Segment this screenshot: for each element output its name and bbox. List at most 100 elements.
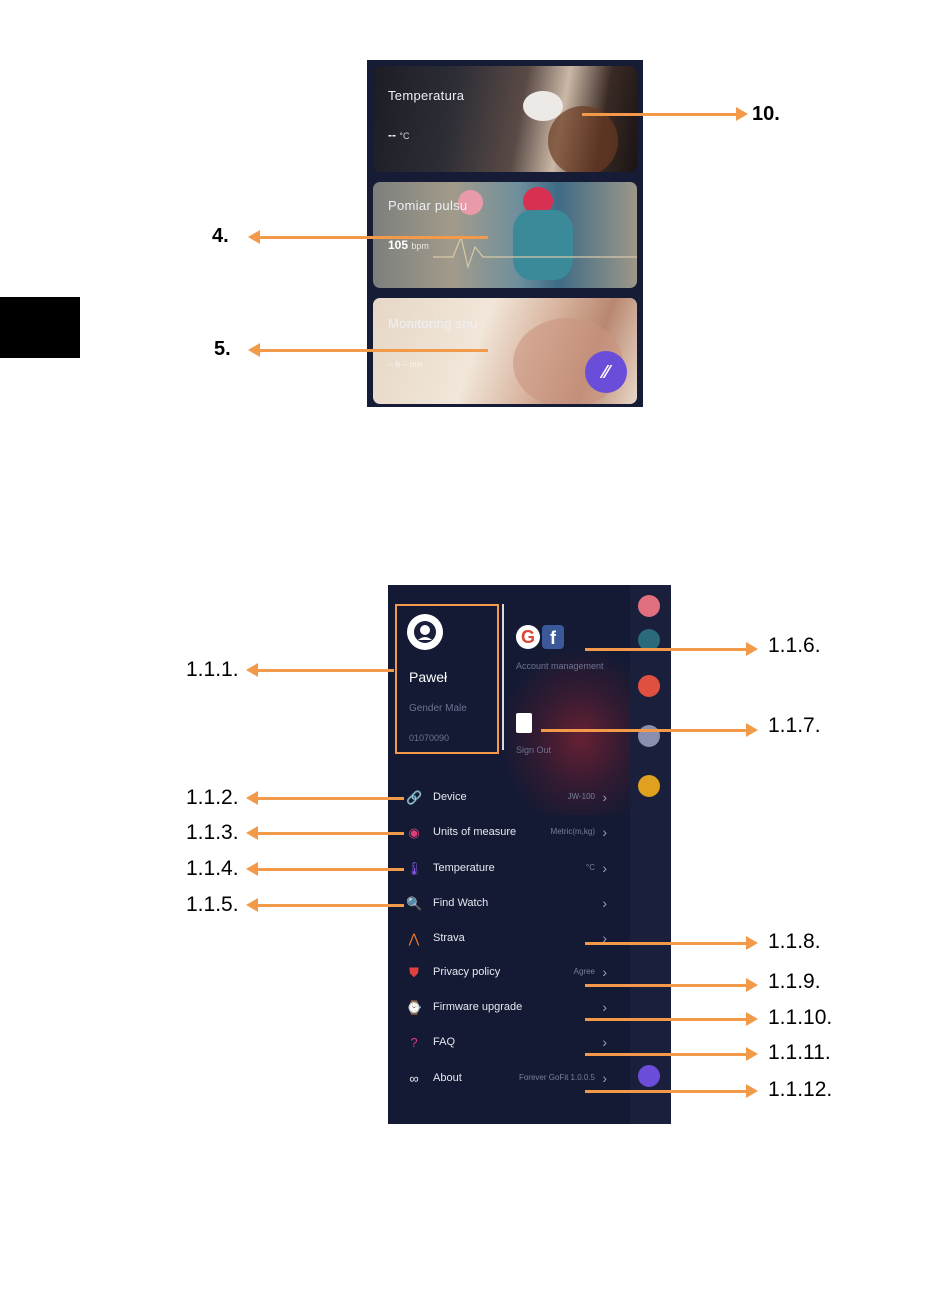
callout-arrow	[248, 343, 488, 357]
profile-gender: Gender Male	[409, 703, 467, 714]
app-icon	[638, 629, 660, 651]
callout-label: 5.	[214, 338, 231, 360]
temperature-value: --	[388, 128, 396, 142]
menu-item-device[interactable]: 🔗 Device JW-100 ›	[406, 789, 621, 809]
pulse-unit: bpm	[411, 241, 429, 251]
chevron-right-icon: ›	[602, 1070, 607, 1086]
card-temperature[interactable]: Temperatura -- °C	[373, 66, 637, 172]
menu-item-label: Find Watch	[433, 897, 489, 909]
menu-item-find-watch[interactable]: 🔍 Find Watch ›	[406, 895, 621, 915]
app-icon	[638, 675, 660, 697]
card-title: Temperatura	[388, 88, 465, 103]
callout-label: 1.1.7.	[768, 714, 821, 737]
chevron-right-icon: ›	[602, 999, 607, 1015]
callout-label: 1.1.3.	[186, 821, 239, 844]
callout-arrow	[585, 978, 758, 992]
menu-item-label: Units of measure	[433, 826, 517, 838]
callout-arrow	[585, 1084, 758, 1098]
menu-item-temperature[interactable]: 🌡Temperature°C›	[406, 860, 621, 880]
menu-item-label: Privacy policy	[433, 966, 501, 978]
sign-out-label: Sign Out	[516, 745, 552, 755]
callout-arrow	[246, 791, 404, 805]
menu-item-label: Device	[433, 791, 467, 803]
shield-icon: ⛊	[409, 965, 419, 980]
chevron-right-icon: ›	[602, 930, 607, 946]
card-title: Pomiar pulsu	[388, 198, 468, 213]
chevron-right-icon: ›	[602, 964, 607, 980]
profile-name: Paweł	[409, 669, 448, 685]
about-icon: ∞	[409, 1071, 419, 1086]
menu-item-firmware-upgrade[interactable]: ⌚ Firmware upgrade ›	[406, 999, 621, 1019]
menu-item-value: Agree	[573, 967, 595, 976]
menu-item-value: Forever GoFit 1.0.0.5	[518, 1073, 595, 1082]
callout-label: 10.	[752, 103, 780, 125]
callout-label: 1.1.12.	[768, 1078, 833, 1101]
background-page-strip	[630, 585, 671, 1124]
card-sleep[interactable]: Monitoring snu -- h -- min ⁄⁄	[373, 298, 637, 404]
callout-label: 1.1.2.	[186, 786, 239, 809]
thermometer-icon: 🌡	[406, 861, 423, 876]
menu-item-value: JW-100	[567, 792, 595, 801]
avatar	[407, 614, 443, 650]
callout-arrow	[246, 826, 404, 840]
pulse-value: 105	[388, 238, 409, 252]
google-icon: G	[516, 625, 540, 649]
menu-item-strava[interactable]: ⋀Strava›	[406, 930, 621, 950]
callout-label: 4.	[212, 225, 229, 247]
callout-arrow	[585, 642, 758, 656]
callout-label: 1.1.6.	[768, 634, 821, 657]
page-marker-tab	[0, 297, 80, 358]
menu-item-faq[interactable]: ?FAQ›	[406, 1034, 621, 1054]
callout-arrow	[585, 1012, 758, 1026]
callout-arrow	[246, 663, 394, 677]
strava-icon: ⋀	[408, 931, 420, 946]
chevron-right-icon: ›	[602, 895, 607, 911]
menu-item-label: FAQ	[433, 1036, 456, 1048]
app-icon	[638, 775, 660, 797]
callout-arrow	[246, 898, 404, 912]
account-management-button[interactable]: G f	[516, 625, 564, 651]
temperature-unit: °C	[399, 131, 410, 141]
sign-out-icon[interactable]	[516, 713, 532, 733]
edit-icon: ⁄⁄	[602, 361, 609, 382]
units-icon: ◉	[408, 825, 420, 840]
callout-label: 1.1.1.	[186, 658, 239, 681]
chevron-right-icon: ›	[602, 1034, 607, 1050]
app-screenshot-health-cards: Temperatura -- °C Pomiar pulsu 105 bpm M…	[367, 60, 643, 407]
child-helmet-image	[458, 190, 483, 215]
chevron-right-icon: ›	[602, 789, 607, 805]
fab-button[interactable]: ⁄⁄	[585, 351, 627, 393]
search-icon: 🔍	[406, 896, 423, 911]
callout-label: 1.1.5.	[186, 893, 239, 916]
card-pulse[interactable]: Pomiar pulsu 105 bpm	[373, 182, 637, 288]
profile-card[interactable]: Paweł Gender Male 01070090	[395, 604, 499, 754]
chevron-right-icon: ›	[602, 824, 607, 840]
menu-item-value: °C	[586, 863, 595, 872]
menu-item-value: Metric(m,kg)	[550, 827, 595, 836]
callout-label: 1.1.4.	[186, 857, 239, 880]
callout-arrow	[585, 936, 758, 950]
menu-item-label: Temperature	[433, 862, 495, 874]
link-icon: 🔗	[406, 790, 423, 805]
callout-arrow	[541, 723, 758, 737]
menu-item-label: About	[433, 1072, 462, 1084]
menu-item-units-of-measure[interactable]: ◉ Units of measure Metric(m,kg) ›	[406, 824, 621, 844]
callout-arrow	[246, 862, 404, 876]
account-management-label: Account management	[516, 661, 604, 671]
callout-label: 1.1.8.	[768, 930, 821, 953]
sleep-value: -- h -- min	[388, 360, 423, 369]
callout-arrow	[585, 1047, 758, 1061]
callout-label: 1.1.11.	[768, 1041, 831, 1064]
facebook-icon: f	[542, 625, 564, 649]
menu-item-privacy-policy[interactable]: ⛊ Privacy policy Agree ›	[406, 964, 621, 984]
callout-arrow	[582, 107, 748, 121]
app-icon	[638, 595, 660, 617]
card-value: 105 bpm	[388, 238, 429, 252]
thermometer-image	[523, 91, 563, 121]
card-title: Monitoring snu	[388, 316, 478, 331]
firmware-icon: ⌚	[406, 1000, 423, 1015]
child-hair-image	[548, 106, 618, 172]
callout-arrow	[248, 230, 488, 244]
menu-item-about[interactable]: ∞ About Forever GoFit 1.0.0.5 ›	[406, 1070, 621, 1090]
menu-item-label: Firmware upgrade	[433, 1001, 523, 1013]
